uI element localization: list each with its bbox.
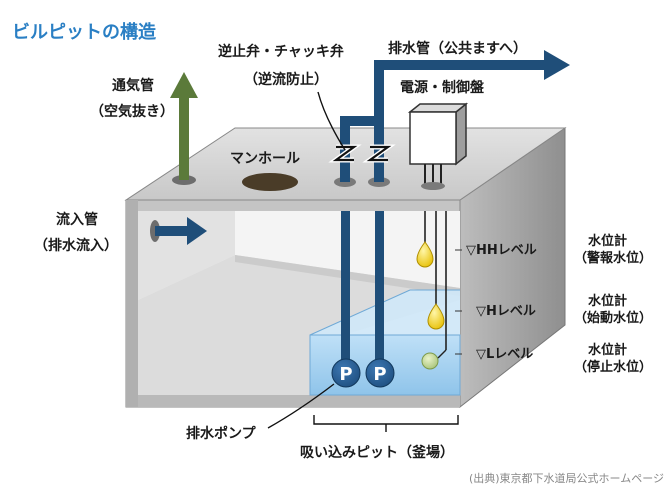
label-gauge-start: 水位計 (588, 293, 627, 309)
label-pump: 排水ポンプ (186, 425, 257, 442)
inflow-pipe (150, 217, 207, 245)
riser-header (340, 116, 384, 126)
label-gauge-alarm-note: （警報水位） (574, 250, 652, 266)
label-hh-level: ▽HHレベル (466, 243, 537, 258)
source-credit: (出典)東京都下水道局公式ホームページ (469, 471, 664, 485)
pit-bottom-rim (126, 395, 460, 407)
control-panel-side (455, 102, 467, 166)
vent-pipe-shaft (179, 96, 189, 180)
label-gauge-start-note: （始動水位） (574, 310, 652, 326)
inflow-pipe-arrowhead (187, 217, 207, 245)
label-gauge-alarm: 水位計 (588, 233, 627, 249)
control-panel-box (409, 111, 457, 165)
drop-pipe-2 (375, 211, 384, 361)
riser-up-to-main (374, 60, 384, 126)
control-panel (407, 102, 469, 190)
label-manhole: マンホール (230, 151, 300, 167)
callout-pump (267, 383, 335, 429)
gauge-float-hh (416, 241, 434, 268)
discharge-arrowhead (544, 50, 570, 80)
check-valve-symbol-1-line (332, 145, 358, 162)
label-discharge-pipe: 排水管（公共ますへ） (388, 40, 527, 57)
pit-left-rim (126, 200, 138, 407)
label-gauge-stop-note: （停止水位） (574, 359, 652, 375)
label-h-level: ▽Hレベル (476, 304, 536, 319)
label-pit: 吸い込みピット（釜場） (300, 444, 454, 461)
label-inflow-pipe-note: （排水流入） (34, 237, 118, 254)
pump-2-symbol: P (373, 364, 386, 385)
callout-pit-brace (313, 415, 459, 425)
label-l-level: ▽Lレベル (476, 347, 533, 362)
discharge-main (374, 60, 546, 70)
pump-1 (331, 358, 361, 388)
manhole-cover (242, 173, 298, 191)
label-control-panel: 電源・制御盤 (400, 79, 485, 96)
inflow-pipe-shaft (155, 226, 189, 236)
callout-check-valve (317, 91, 346, 151)
gauge-link-l (437, 349, 447, 359)
control-panel-top (407, 103, 469, 113)
page-title: ビルピットの構造 (12, 21, 156, 43)
drop-pipe-1 (341, 211, 350, 361)
vent-pipe-arrowhead (170, 72, 198, 98)
gauge-float-l (421, 352, 439, 370)
level-lines (455, 249, 462, 355)
pump-2 (365, 358, 395, 388)
water-edge-line (309, 289, 411, 336)
gauge-float-h (427, 303, 445, 330)
check-valve-symbol-2-line (366, 145, 392, 162)
level-gauges (416, 211, 447, 370)
callout-lines (267, 91, 459, 432)
label-gauge-stop: 水位計 (588, 342, 627, 358)
vent-pipe (170, 72, 198, 185)
pumps: P P (331, 358, 395, 388)
label-vent-pipe: 通気管 (112, 77, 154, 94)
label-inflow-pipe: 流入管 (56, 211, 98, 228)
cable-opening (421, 182, 445, 190)
label-check-valve-note: （逆流防止） (244, 71, 328, 88)
label-vent-pipe-note: （空気抜き） (90, 103, 174, 120)
label-check-valve: 逆止弁・チャッキ弁 (218, 43, 344, 60)
pump-1-symbol: P (339, 364, 352, 385)
